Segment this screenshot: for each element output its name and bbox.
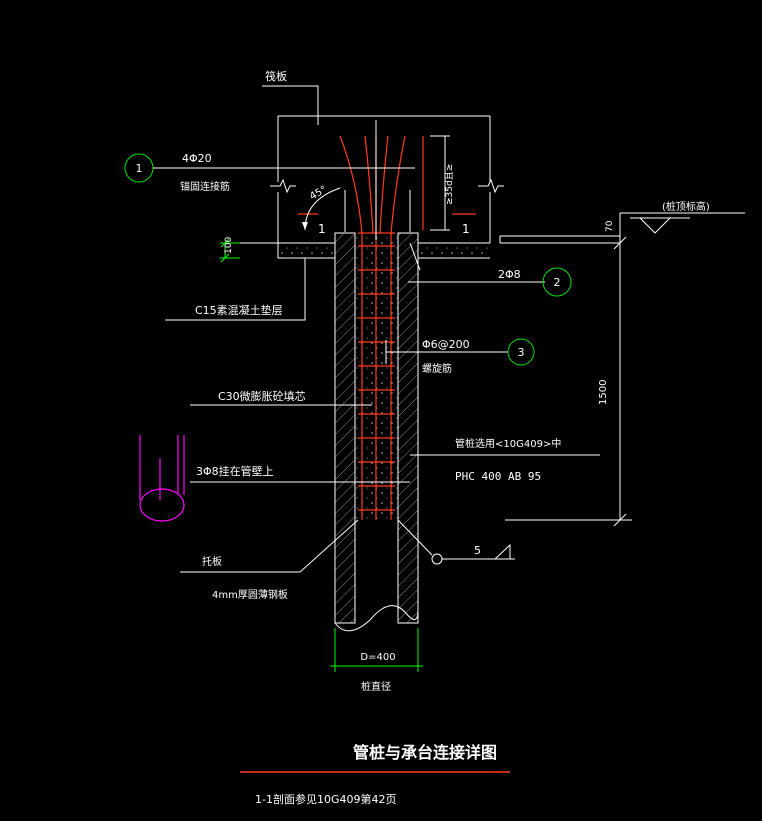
- raft-outline: [238, 115, 620, 259]
- cushion-layer-right: [418, 243, 490, 258]
- callout-2: [542, 267, 572, 297]
- rebar-4phi20-label: 4Φ20: [182, 152, 212, 165]
- weld-symbol: [397, 519, 515, 565]
- steel-plate-label: 4mm厚圆薄钢板: [212, 588, 288, 601]
- elevation-mark: [620, 212, 745, 234]
- dim-1500: [505, 236, 632, 527]
- c15-leader: [165, 258, 306, 321]
- section-mark-right: 1: [462, 222, 470, 236]
- diameter-dimension: [330, 628, 423, 672]
- callout-2-number: 2: [554, 276, 561, 289]
- cushion-layer-left: [278, 243, 335, 258]
- spiral-label: 螺旋筋: [422, 362, 452, 375]
- pile-wall-right: [397, 232, 419, 624]
- stirrup-label: Φ6@200: [422, 338, 470, 351]
- pile-break-line: [334, 605, 419, 632]
- pile-diameter-label: 桩直径: [361, 680, 391, 693]
- rebar-2phi8-label: 2Φ8: [498, 268, 521, 281]
- angle-arrow: [302, 222, 308, 230]
- callout-3-leader: [385, 340, 508, 364]
- pipe-note-label: 管桩选用<10G409>中: [455, 437, 561, 450]
- callout-3: [507, 338, 535, 366]
- drawing-subtitle: 1-1剖面参见10G409第42页: [255, 792, 396, 806]
- dim-1500-label: 1500: [598, 380, 609, 405]
- weld-number: 5: [474, 544, 481, 557]
- cushion-dim-label: 100: [224, 237, 234, 254]
- pile-spec-label: PHC 400 AB 95: [455, 470, 541, 483]
- anchor-length-dimension: [430, 135, 450, 231]
- dim-70-label: 70: [605, 220, 615, 232]
- pile-top-elevation-label: (桩顶标高): [662, 200, 710, 213]
- plate-leader: [180, 519, 359, 573]
- anchor-length-label: ≥35d且≥: [444, 164, 455, 205]
- pile-wall-left: [334, 232, 356, 624]
- c30-label: C30微膨胀砼填芯: [218, 389, 306, 403]
- callout-3-number: 3: [518, 346, 525, 359]
- c15-label: C15素混凝土垫层: [195, 303, 283, 317]
- cushion-dimension: [220, 238, 240, 263]
- callout-1-number: 1: [136, 162, 143, 175]
- rebar-3phi8-label: 3Φ8挂在管壁上: [196, 464, 274, 478]
- diameter-label: D=400: [360, 652, 395, 663]
- center-lines: [344, 120, 421, 271]
- raft-leader: [262, 85, 319, 125]
- drawing-title: 管桩与承台连接详图: [353, 743, 497, 762]
- plate-label: 托板: [202, 555, 222, 568]
- anchor-rebar-label: 锚固连接筋: [180, 180, 230, 193]
- hook-sketch: [139, 435, 185, 522]
- section-mark-left: 1: [318, 222, 326, 236]
- raft-label: 筏板: [265, 69, 287, 83]
